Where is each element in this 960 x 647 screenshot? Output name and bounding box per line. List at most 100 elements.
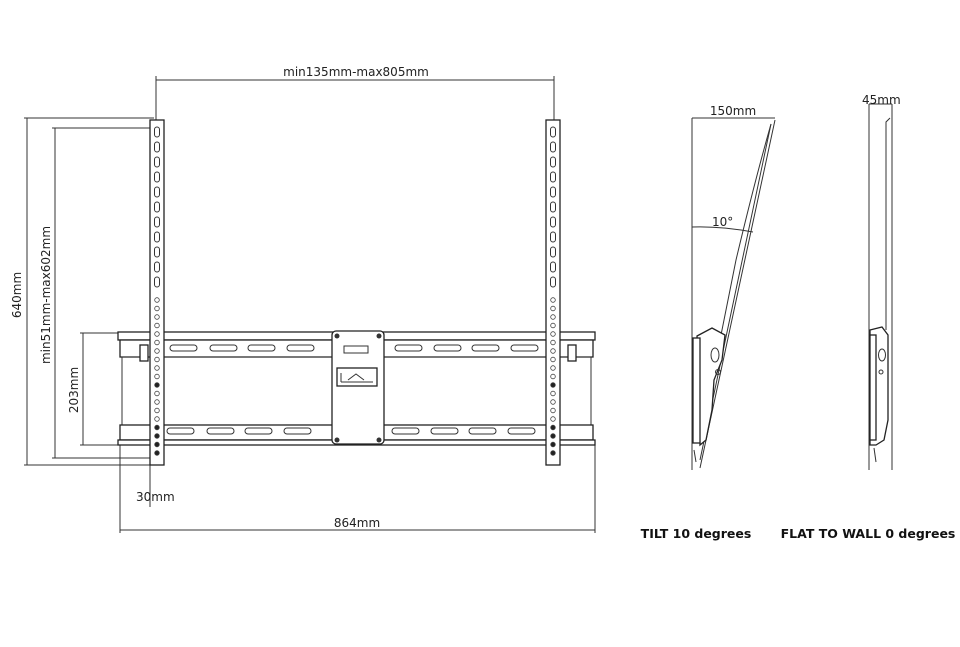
rail-slot	[550, 201, 556, 213]
rail-hole	[550, 331, 556, 337]
dimension-vertical-range: min51mm-max602mm	[39, 127, 152, 459]
frame-slot	[283, 427, 312, 435]
label-horizontal-range: min135mm-max805mm	[283, 65, 429, 79]
label-tilt-angle: 10°	[712, 215, 733, 229]
rail-hole	[154, 365, 160, 371]
frame-slot	[247, 344, 276, 352]
label-height-total: 640mm	[10, 272, 24, 318]
rail-hole	[154, 424, 160, 431]
rail-hole	[154, 450, 160, 456]
frame-slot	[430, 427, 459, 435]
rail-left	[139, 119, 165, 466]
rail-hole	[154, 331, 160, 337]
rail-right	[545, 119, 577, 466]
frame-slot	[391, 427, 420, 435]
rail-hole	[154, 399, 160, 405]
rail-hole	[154, 407, 160, 414]
tilt-side-view: 150mm 10°	[691, 104, 776, 470]
rail-slot	[154, 201, 160, 213]
rail-slot	[154, 141, 160, 153]
rail-hole	[550, 322, 556, 329]
frame-slot	[169, 344, 198, 352]
rail-slot	[550, 186, 556, 198]
dimension-horizontal-range: min135mm-max805mm	[155, 65, 555, 122]
rail-slot	[154, 126, 160, 138]
rail-hole	[550, 416, 556, 422]
rail-slot	[550, 156, 556, 168]
caption-flat: FLAT TO WALL 0 degrees	[781, 526, 956, 541]
rail-slot	[550, 171, 556, 183]
rail-hole	[154, 305, 160, 312]
rail-hole	[550, 407, 556, 414]
dimension-height-total: 640mm	[10, 117, 154, 466]
rail-hole	[154, 322, 160, 329]
rail-hole	[154, 373, 160, 380]
frame-slot	[394, 344, 423, 352]
rail-hole	[550, 441, 556, 448]
rail-slot	[550, 231, 556, 243]
rail-hole	[550, 365, 556, 371]
bubble-level-icon	[343, 345, 369, 354]
rail-slot	[550, 246, 556, 258]
rail-slot	[154, 261, 160, 273]
rail-hole	[550, 433, 556, 439]
frame-slot	[468, 427, 497, 435]
rail-hole	[154, 416, 160, 422]
rail-slot	[154, 231, 160, 243]
rail-hole	[550, 373, 556, 380]
rail-hole	[550, 339, 556, 346]
rail-hole	[154, 390, 160, 397]
frame-slot	[433, 344, 462, 352]
flat-side-view: 45mm	[862, 93, 901, 470]
rail-slot	[154, 246, 160, 258]
rail-hole	[550, 297, 556, 303]
label-flat-depth: 45mm	[862, 93, 901, 107]
rail-hole	[154, 348, 160, 354]
rail-hole	[550, 314, 556, 320]
rail-slot	[154, 156, 160, 168]
rail-slot	[550, 261, 556, 273]
rail-hole	[550, 450, 556, 456]
frame-slot	[510, 344, 539, 352]
dimension-frame-height: 203mm	[67, 332, 120, 446]
rail-hole	[154, 382, 160, 388]
center-plate	[331, 330, 385, 445]
rail-hole	[154, 314, 160, 320]
rail-hole	[550, 399, 556, 405]
rail-slot	[550, 276, 556, 288]
rail-slot	[550, 216, 556, 228]
wall-frame	[117, 330, 596, 446]
caption-tilt: TILT 10 degrees	[641, 526, 752, 541]
label-rail-offset: 30mm	[136, 490, 175, 504]
label-frame-width: 864mm	[334, 516, 380, 530]
frame-slot	[286, 344, 315, 352]
frame-slot	[209, 344, 238, 352]
rail-hole	[154, 356, 160, 363]
frame-slot	[166, 427, 195, 435]
rail-hole	[550, 382, 556, 388]
dimension-frame-width: 864mm	[119, 445, 596, 533]
rail-slot	[154, 216, 160, 228]
rail-hole	[154, 297, 160, 303]
brand-logo	[336, 367, 378, 387]
rail-slot	[154, 186, 160, 198]
rail-hole	[154, 441, 160, 448]
dimension-rail-offset: 30mm	[119, 445, 175, 507]
rail-hole	[550, 390, 556, 397]
rail-slot	[154, 276, 160, 288]
label-frame-height: 203mm	[67, 367, 81, 413]
rail-slot	[154, 171, 160, 183]
rail-slot	[550, 141, 556, 153]
frame-slot	[507, 427, 536, 435]
rail-slot	[550, 126, 556, 138]
label-tilt-depth: 150mm	[710, 104, 756, 118]
label-vertical-range: min51mm-max602mm	[39, 226, 53, 364]
frame-slot	[244, 427, 273, 435]
rail-hole	[550, 305, 556, 312]
rail-hole	[550, 424, 556, 431]
frame-slot	[471, 344, 500, 352]
rail-hole	[550, 348, 556, 354]
frame-slot	[206, 427, 235, 435]
rail-hole	[154, 433, 160, 439]
